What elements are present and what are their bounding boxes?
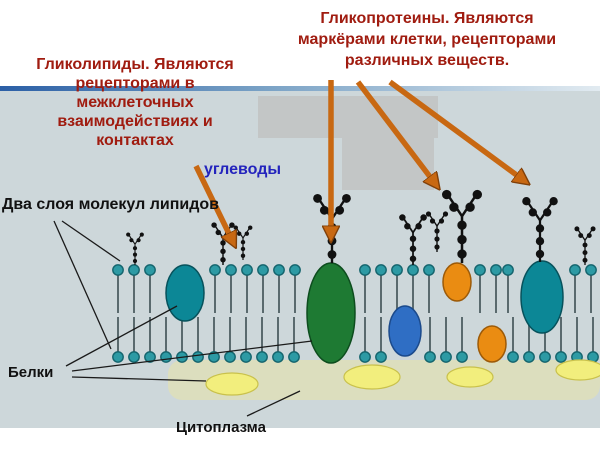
protein-green-large <box>306 262 356 364</box>
protein-teal-left <box>165 264 205 322</box>
glycolipids-label: Гликолипиды. Являются рецепторами в межк… <box>10 55 260 150</box>
protein-blue <box>388 305 422 357</box>
glycoproteins-line: различных веществ. <box>344 52 510 69</box>
glycolipids-line: рецепторами в <box>75 75 195 92</box>
orange-arrows <box>193 79 526 244</box>
glycolipids-line: контактах <box>96 132 174 149</box>
protein-orange-lower <box>477 325 507 363</box>
pointer-lines <box>53 220 313 417</box>
cytoplasm-label: Цитоплазма <box>176 419 266 436</box>
glycolipids-line: Гликолипиды. Являются <box>36 56 234 73</box>
cytoplasm-blobs <box>205 359 600 396</box>
lipid-bilayer-label: Два слоя молекул липидов <box>2 196 219 213</box>
glycoproteins-line: Гликопротеины. Являются <box>320 10 534 27</box>
protein-orange-upper <box>442 262 472 302</box>
protein-teal-right <box>520 260 564 334</box>
glycolipids-line: взаимодействиях и <box>57 113 213 130</box>
protein-shapes <box>165 260 564 364</box>
proteins-label: Белки <box>8 364 54 381</box>
glycolipid-arrow <box>193 164 234 244</box>
glycolipids-line: межклеточных <box>76 94 194 111</box>
divider-bar <box>0 86 600 91</box>
glycoproteins-label: Гликопротеины. Являются маркёрами клетки… <box>262 8 592 71</box>
glycoprotein-arrow-2 <box>355 80 437 186</box>
glycoprotein-arrow-3 <box>388 79 526 182</box>
glycoproteins-line: маркёрами клетки, рецепторами <box>297 31 557 48</box>
carbohydrates-label: углеводы <box>204 161 282 178</box>
